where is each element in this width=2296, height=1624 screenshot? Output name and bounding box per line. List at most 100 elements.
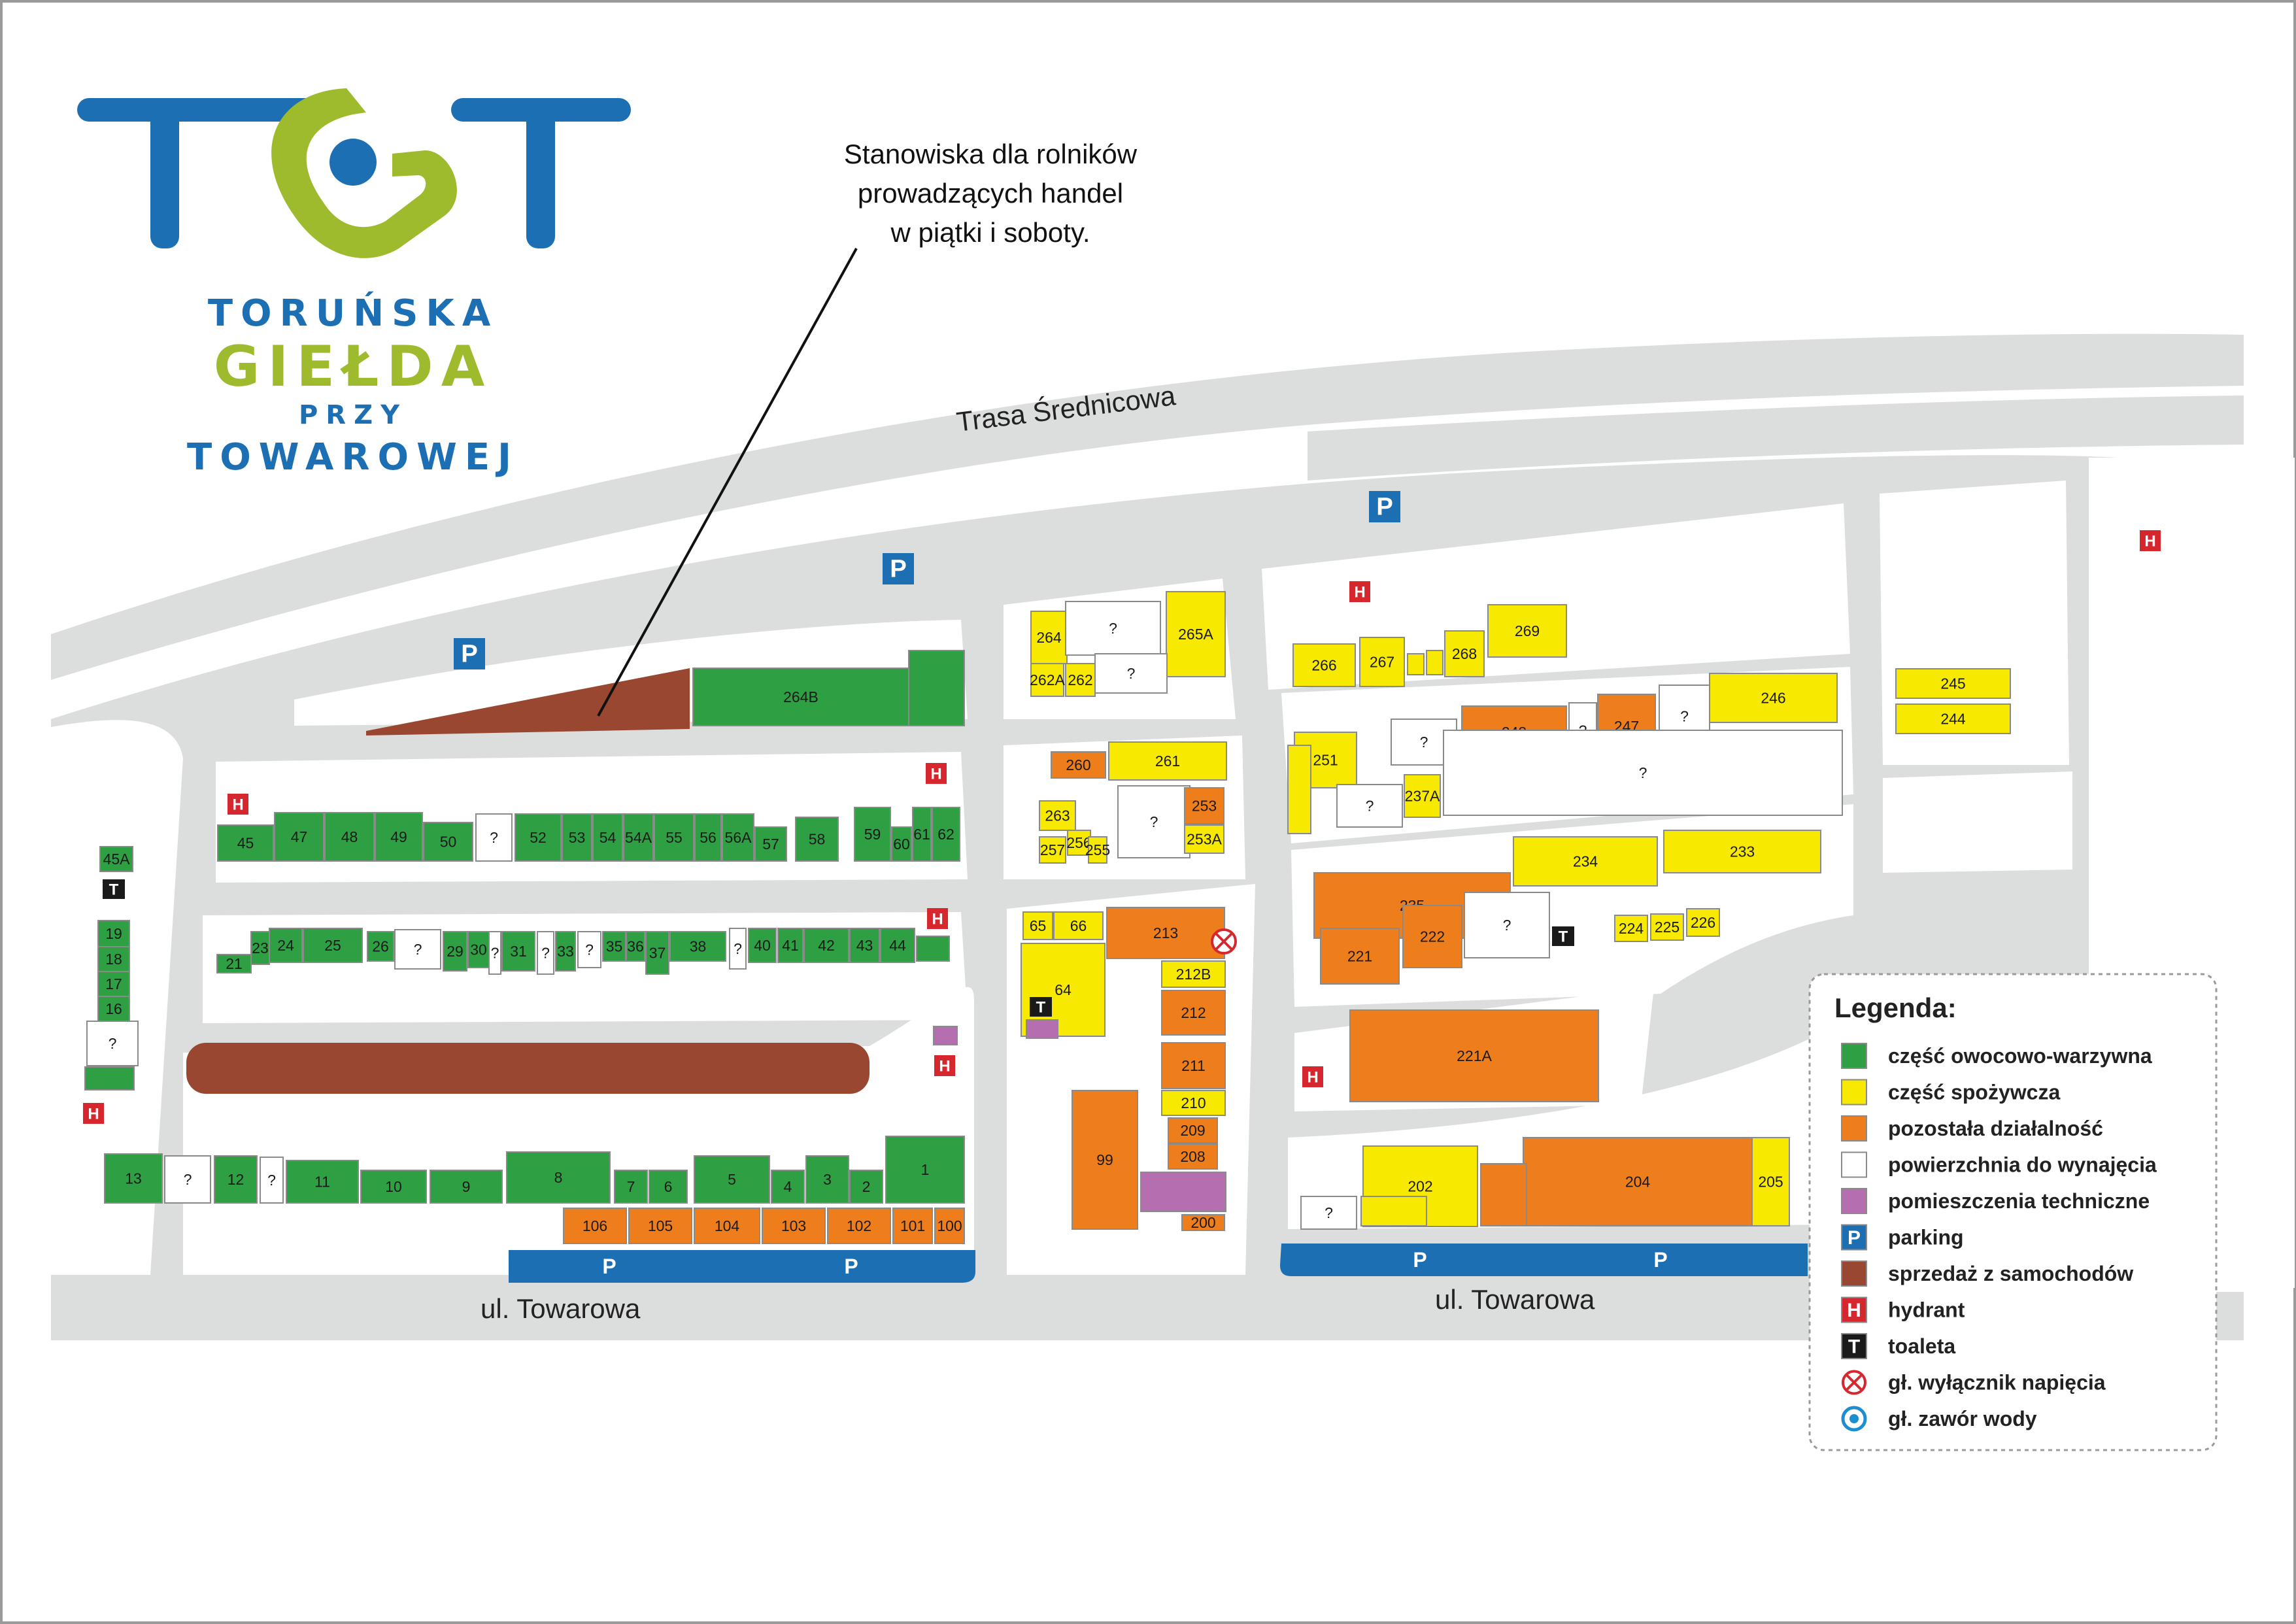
stall-266[interactable]: 266 — [1292, 643, 1356, 687]
stall-253[interactable]: 253 — [1184, 787, 1224, 824]
stall-225[interactable]: 225 — [1650, 913, 1684, 941]
stall-101[interactable]: 101 — [892, 1208, 933, 1244]
stall-area[interactable] — [1404, 774, 1441, 818]
stall-211[interactable]: 211 — [1161, 1042, 1226, 1089]
stall-area[interactable] — [303, 928, 363, 963]
stall-area[interactable] — [1053, 911, 1104, 940]
stall-area[interactable] — [97, 946, 130, 972]
stall-rent-86[interactable]: ? — [1117, 785, 1190, 858]
stall-7[interactable]: 7 — [614, 1170, 648, 1204]
stall-48[interactable]: 48 — [324, 812, 375, 862]
stall-100[interactable]: 100 — [934, 1208, 965, 1244]
stall-area[interactable] — [1426, 650, 1443, 675]
stall-41[interactable]: 41 — [777, 928, 803, 963]
stall-area[interactable] — [1287, 745, 1311, 834]
stall-area[interactable] — [626, 931, 645, 962]
stall-205[interactable]: 205 — [1751, 1137, 1790, 1226]
stall-food-106[interactable] — [1407, 653, 1425, 675]
stall-area[interactable] — [1407, 653, 1425, 675]
stall-area[interactable] — [1686, 908, 1720, 937]
stall-53[interactable]: 53 — [562, 813, 592, 862]
stall-area[interactable] — [885, 1136, 965, 1204]
stall-221[interactable]: 221 — [1320, 928, 1400, 985]
stall-11[interactable]: 11 — [286, 1160, 359, 1204]
stall-area[interactable] — [367, 931, 394, 962]
stall-area[interactable] — [1349, 1009, 1599, 1102]
stall-58[interactable]: 58 — [795, 817, 839, 862]
stall-38[interactable]: 38 — [669, 931, 726, 962]
stall-21[interactable]: 21 — [216, 954, 252, 973]
stall-26[interactable]: 26 — [367, 931, 394, 962]
stall-area[interactable] — [1161, 960, 1226, 988]
stall-tech-103[interactable] — [933, 1026, 958, 1045]
stall-area[interactable] — [803, 928, 849, 963]
stall-56[interactable]: 56 — [694, 813, 722, 862]
stall-245[interactable]: 245 — [1895, 668, 2011, 699]
stall-area[interactable] — [916, 936, 950, 962]
stall-253A[interactable]: 253A — [1184, 824, 1224, 854]
stall-52[interactable]: 52 — [515, 813, 562, 862]
stall-area[interactable] — [99, 846, 133, 872]
stall-food-111[interactable] — [1287, 745, 1311, 834]
stall-area[interactable] — [614, 1170, 648, 1204]
stall-area[interactable] — [729, 928, 747, 970]
stall-area[interactable] — [375, 812, 423, 862]
stall-204[interactable]: 204 — [1523, 1137, 1753, 1226]
stall-rent-118[interactable]: ? — [1336, 784, 1403, 828]
stall-area[interactable] — [932, 807, 960, 862]
stall-area[interactable] — [86, 1021, 139, 1066]
stall-area[interactable] — [908, 650, 965, 726]
stall-area[interactable] — [506, 1151, 611, 1204]
stall-area[interactable] — [827, 1208, 891, 1244]
stall-54[interactable]: 54 — [592, 813, 623, 862]
stall-55[interactable]: 55 — [654, 813, 694, 862]
stall-264B[interactable]: 264B — [692, 668, 909, 726]
stall-268[interactable]: 268 — [1444, 630, 1485, 677]
stall-233[interactable]: 233 — [1663, 830, 1821, 873]
stall-226[interactable]: 226 — [1686, 908, 1720, 937]
stall-33[interactable]: 33 — [555, 931, 576, 972]
stall-area[interactable] — [97, 996, 130, 1022]
stall-31[interactable]: 31 — [501, 931, 535, 972]
stall-area[interactable] — [1106, 907, 1225, 959]
stall-105[interactable]: 105 — [628, 1208, 692, 1244]
stall-area[interactable] — [694, 813, 722, 862]
stall-area[interactable] — [1022, 911, 1053, 940]
stall-area[interactable] — [777, 928, 803, 963]
stall-17[interactable]: 17 — [97, 971, 130, 997]
stall-area[interactable] — [1088, 836, 1107, 864]
stall-54A[interactable]: 54A — [623, 813, 654, 862]
stall-221A[interactable]: 221A — [1349, 1009, 1599, 1102]
stall-area[interactable] — [1360, 1196, 1427, 1226]
stall-8[interactable]: 8 — [506, 1151, 611, 1204]
stall-area[interactable] — [214, 1155, 258, 1204]
stall-23[interactable]: 23 — [250, 931, 270, 965]
stall-234[interactable]: 234 — [1513, 836, 1658, 887]
stall-rent-131[interactable]: ? — [1300, 1196, 1357, 1230]
stall-3[interactable]: 3 — [805, 1155, 849, 1204]
stall-210[interactable]: 210 — [1161, 1090, 1226, 1116]
stall-area[interactable] — [1026, 1019, 1058, 1039]
stall-1[interactable]: 1 — [885, 1136, 965, 1204]
stall-area[interactable] — [880, 928, 915, 963]
stall-29[interactable]: 29 — [443, 931, 467, 972]
stall-6[interactable]: 6 — [649, 1170, 688, 1204]
stall-area[interactable] — [1320, 928, 1400, 985]
stall-area[interactable] — [849, 928, 880, 963]
stall-area[interactable] — [467, 931, 490, 968]
stall-food-133[interactable] — [1360, 1196, 1427, 1226]
stall-area[interactable] — [1072, 1090, 1138, 1230]
stall-66[interactable]: 66 — [1053, 911, 1104, 940]
stall-50[interactable]: 50 — [423, 822, 473, 862]
stall-area[interactable] — [537, 931, 554, 975]
stall-25[interactable]: 25 — [303, 928, 363, 963]
stall-food-107[interactable] — [1426, 650, 1443, 675]
stall-fruit-veg-51[interactable] — [84, 1066, 135, 1091]
stall-208[interactable]: 208 — [1168, 1143, 1218, 1170]
stall-area[interactable] — [1895, 668, 2011, 699]
stall-16[interactable]: 16 — [97, 996, 130, 1022]
stall-area[interactable] — [795, 817, 839, 862]
stall-213[interactable]: 213 — [1106, 907, 1225, 959]
stall-area[interactable] — [692, 668, 909, 726]
stall-99[interactable]: 99 — [1072, 1090, 1138, 1230]
